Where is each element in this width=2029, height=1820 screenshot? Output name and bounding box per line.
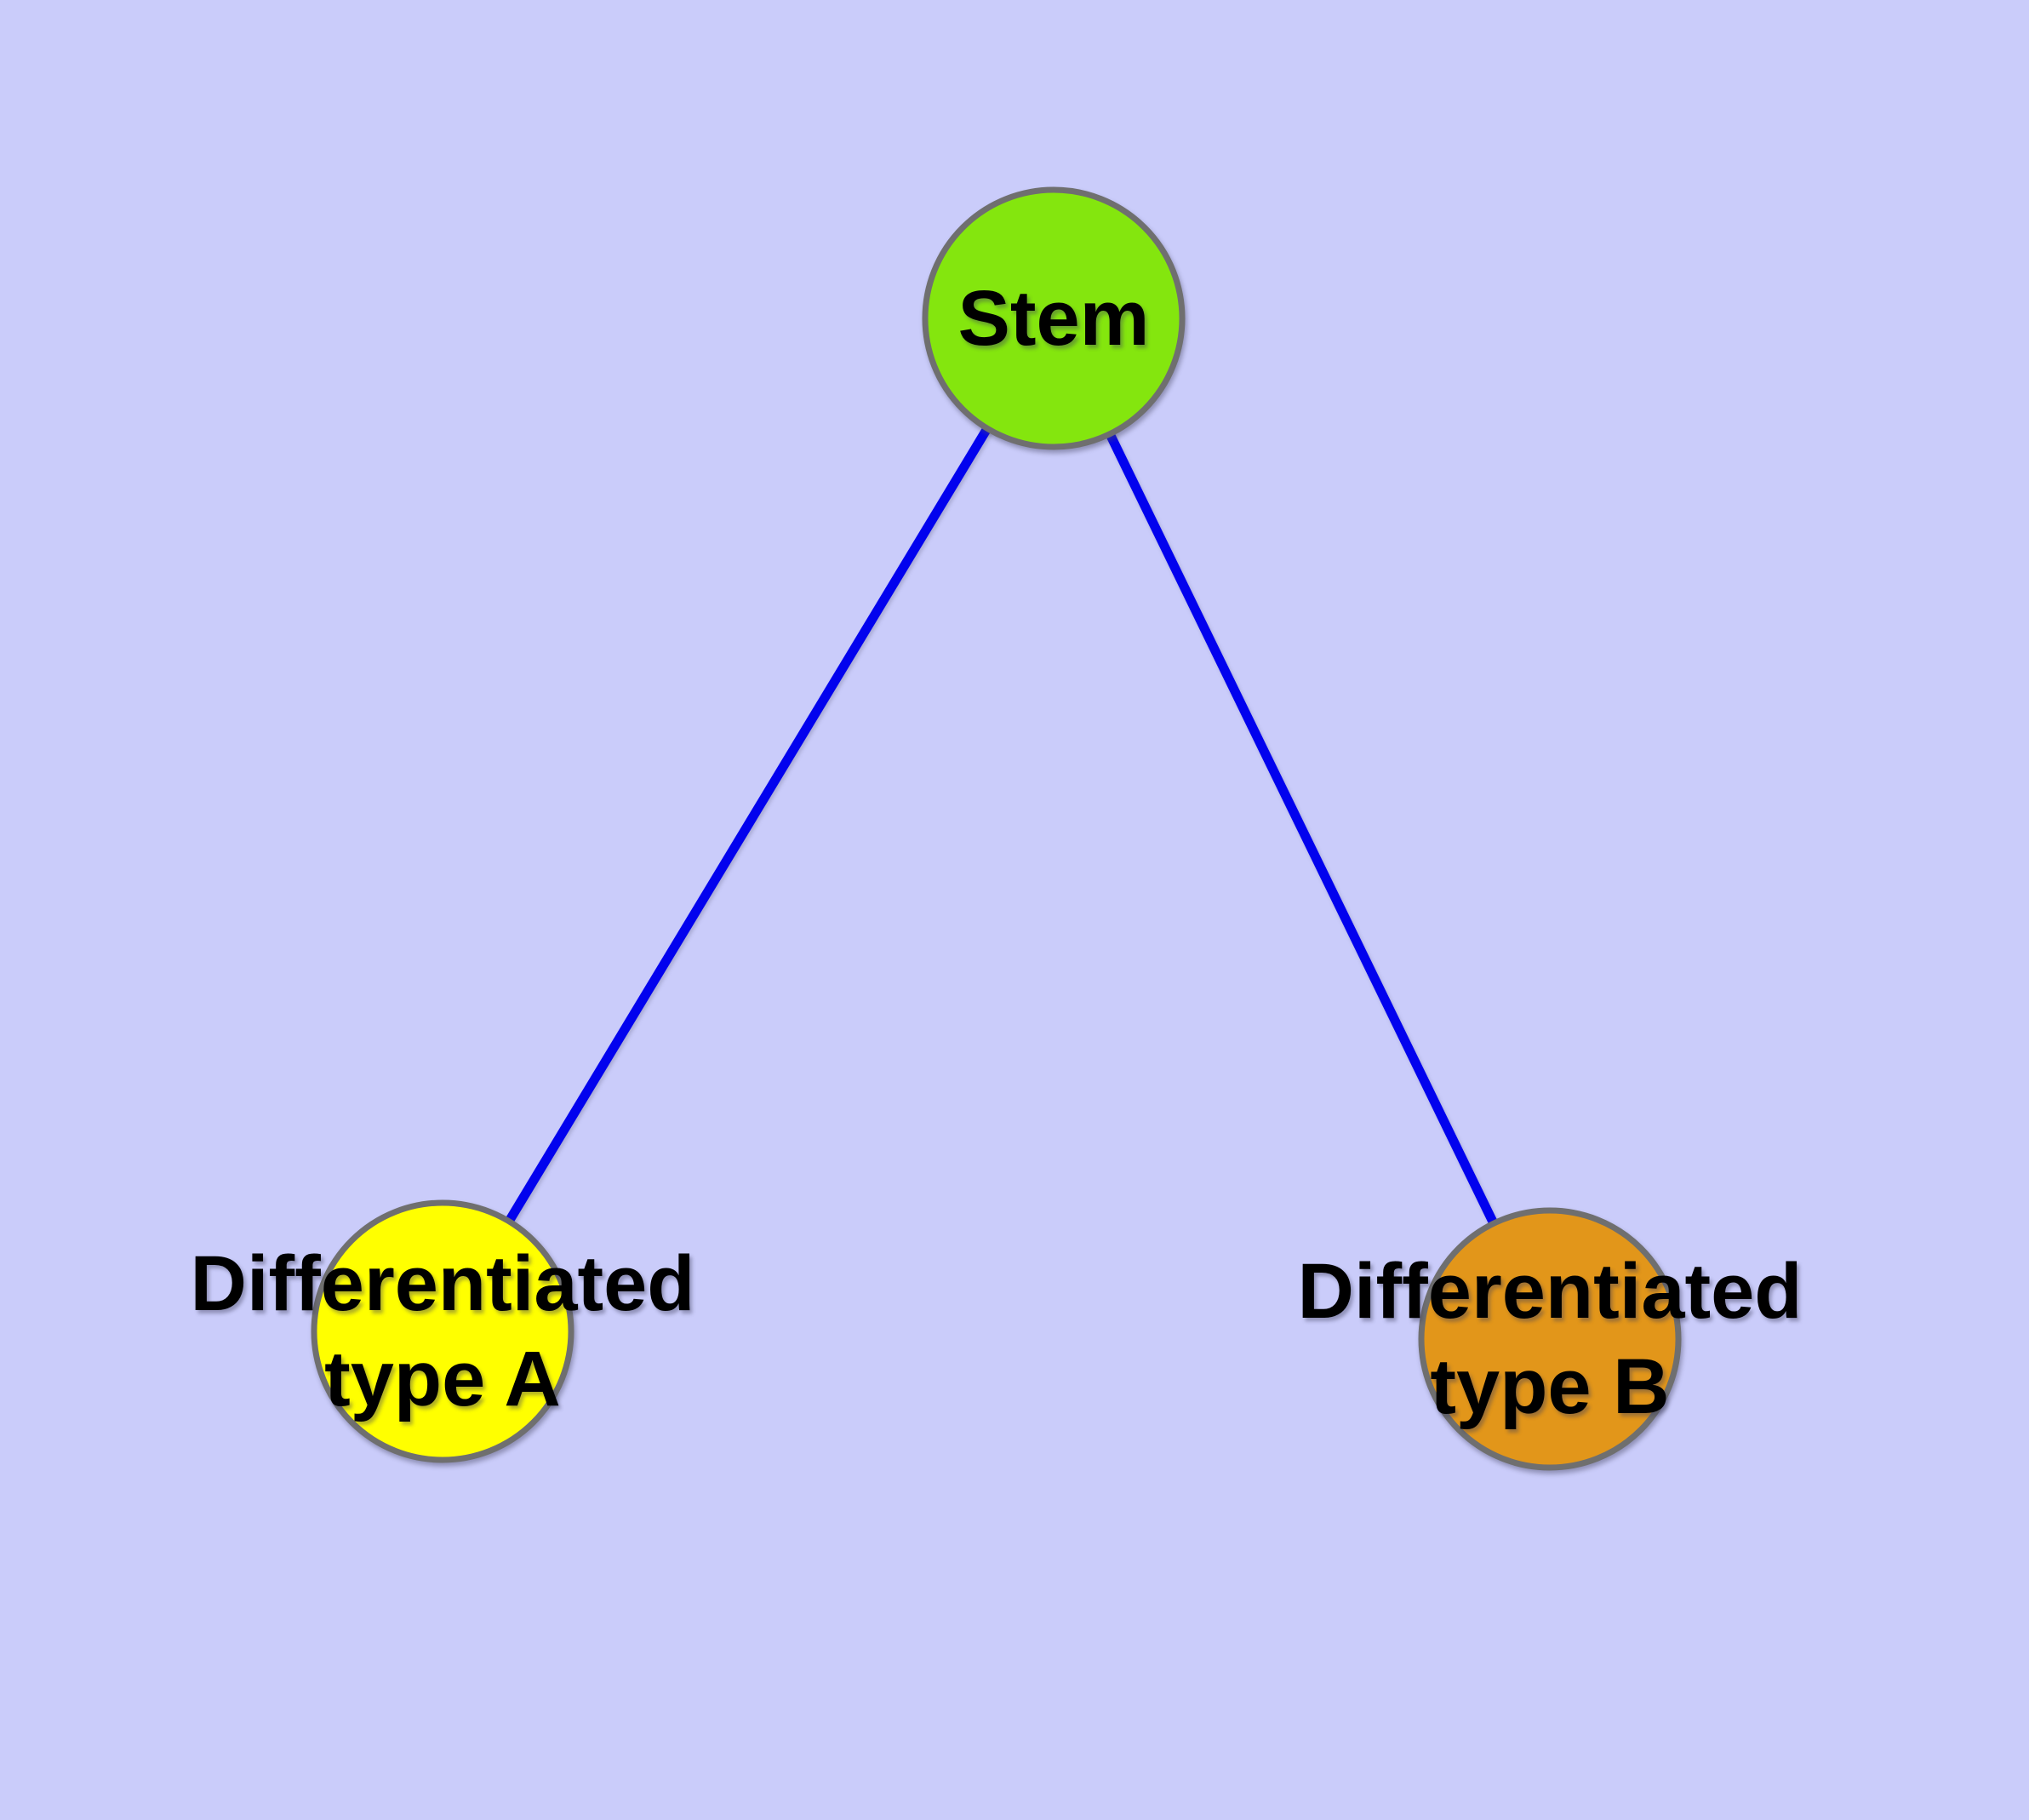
type-a-node-label: Differentiated type A: [191, 1236, 695, 1427]
type-a-node-circle: [311, 1199, 574, 1463]
type-a-label-line-2: type A: [324, 1336, 561, 1422]
stem-node-label: Stem: [958, 271, 1150, 366]
stem-node-circle: [922, 186, 1186, 450]
type-b-label-line-2: type B: [1430, 1343, 1670, 1430]
type-b-label-line-1: Differentiated: [1297, 1248, 1803, 1335]
type-b-node-label: Differentiated type B: [1298, 1244, 1803, 1434]
stem-label-line-1: Stem: [957, 275, 1150, 362]
type-b-node-circle: [1418, 1207, 1682, 1471]
type-a-label-line-1: Differentiated: [190, 1240, 695, 1327]
edge-stem-to-type-a: [438, 316, 1058, 1334]
edge-stem-to-type-b: [1049, 316, 1554, 1342]
